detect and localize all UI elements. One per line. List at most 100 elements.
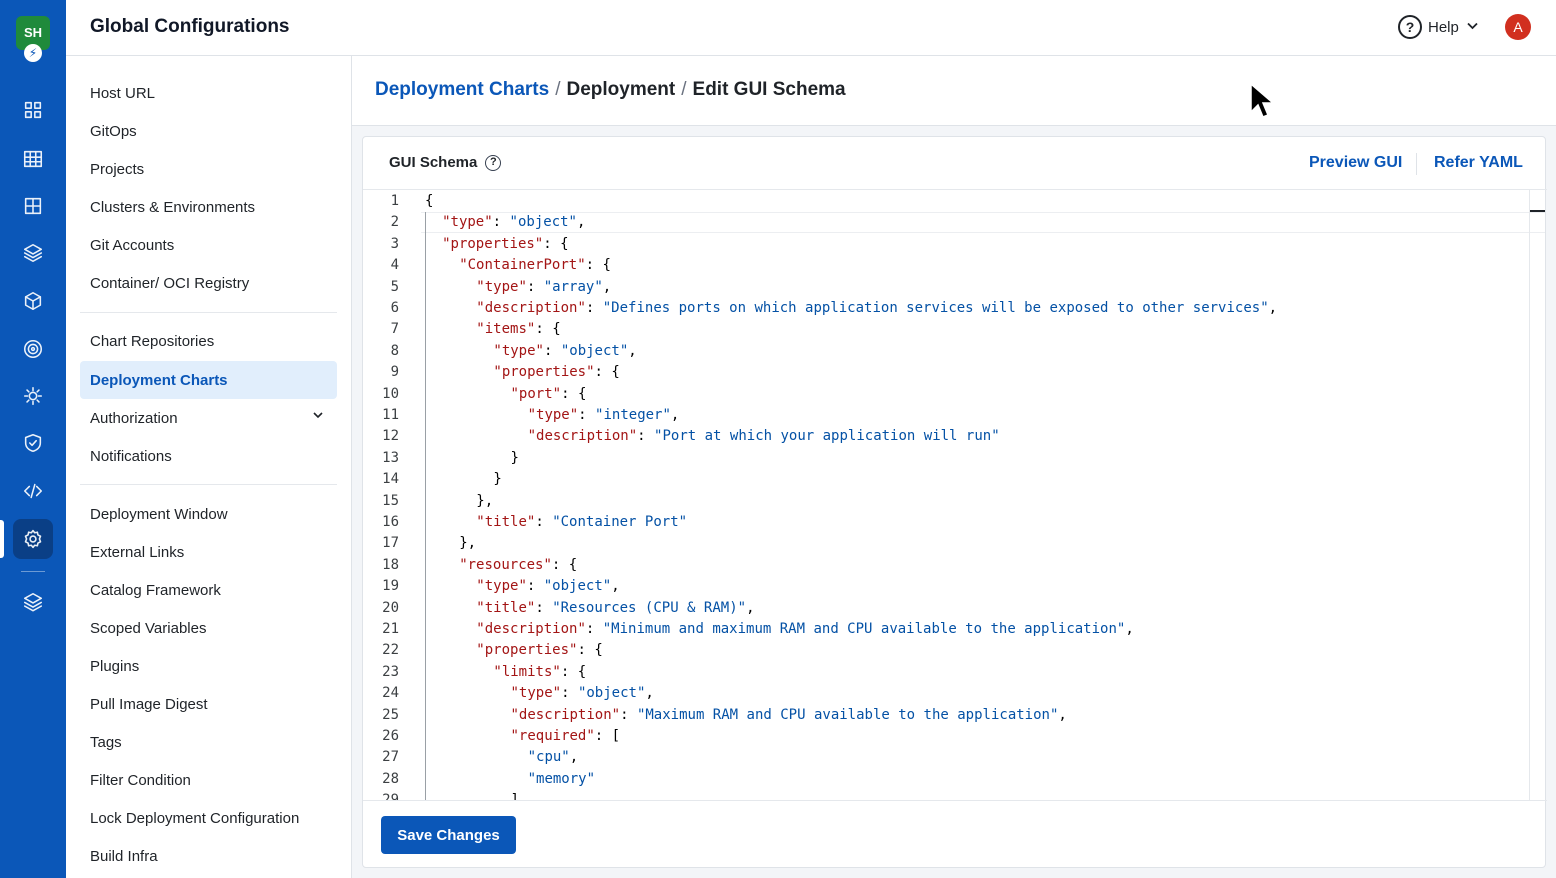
grid-icon[interactable]: [13, 186, 53, 226]
table-icon[interactable]: [13, 139, 53, 179]
line-number: 15: [382, 492, 399, 509]
shield-icon[interactable]: [13, 423, 53, 463]
code-text: "description": "Maximum RAM and CPU avai…: [510, 706, 1067, 723]
help-label: Help: [1428, 18, 1459, 36]
sidebar-item-filter-condition[interactable]: Filter Condition: [90, 771, 191, 789]
chevron-down-icon: [313, 412, 323, 419]
sidebar-item-plugins[interactable]: Plugins: [90, 657, 140, 675]
target-icon[interactable]: [13, 329, 53, 369]
sidebar-item-pull-image-digest[interactable]: Pull Image Digest: [90, 695, 208, 713]
preview-gui-button[interactable]: Preview GUI: [1309, 154, 1403, 171]
avatar[interactable]: A: [1505, 14, 1531, 40]
code-line[interactable]: 15},: [363, 491, 493, 512]
code-line[interactable]: 29],: [363, 790, 527, 800]
line-number: 14: [382, 471, 399, 488]
header-divider: [1416, 153, 1417, 175]
line-number: 29: [363, 790, 399, 800]
code-line[interactable]: 2"type": "object",: [363, 212, 586, 233]
code-line[interactable]: 23"limits": {: [363, 662, 586, 683]
line-number: 5: [390, 278, 399, 295]
code-line[interactable]: 21"description": "Minimum and maximum RA…: [363, 619, 1134, 640]
code-line[interactable]: 24"type": "object",: [363, 683, 654, 704]
mouse-pointer-icon: [1250, 82, 1276, 118]
main-content: Deployment Charts / Deployment / Edit GU…: [352, 56, 1556, 878]
sidebar-item-projects[interactable]: Projects: [90, 160, 145, 178]
code-line[interactable]: 11"type": "integer",: [363, 405, 679, 426]
code-line[interactable]: 18"resources": {: [363, 555, 577, 576]
line-number: 1: [390, 193, 399, 209]
save-changes-button[interactable]: Save Changes: [381, 816, 516, 854]
code-text: "description": "Minimum and maximum RAM …: [476, 621, 1134, 637]
code-line[interactable]: 27"cpu",: [363, 747, 578, 768]
sidebar-item-clusters-environments[interactable]: Clusters & Environments: [90, 198, 256, 216]
code-editor[interactable]: 1{2"type": "object",3"properties": {4"Co…: [363, 190, 1545, 800]
layers-icon[interactable]: [13, 582, 53, 622]
code-line[interactable]: 9"properties": {: [363, 362, 620, 383]
chevron-down-icon: [1467, 21, 1478, 33]
code-line[interactable]: 1{: [363, 191, 434, 212]
code-line[interactable]: 5 "type": "array",: [363, 277, 612, 298]
code-text: "properties": {: [493, 364, 620, 381]
line-number: 16: [382, 514, 399, 530]
settings-icon[interactable]: [13, 519, 53, 559]
code-text: ],: [511, 790, 528, 800]
line-number: 25: [382, 706, 399, 723]
help-circle-icon[interactable]: ?: [485, 154, 502, 171]
sidebar-item-host-url[interactable]: Host URL: [90, 84, 156, 102]
stack-icon[interactable]: [13, 233, 53, 273]
sidebar-item-authorization[interactable]: Authorization: [80, 399, 337, 437]
code-line[interactable]: 4"ContainerPort": {: [363, 255, 611, 276]
sidebar-item-catalog-framework[interactable]: Catalog Framework: [90, 581, 221, 599]
line-number: 23: [382, 663, 399, 680]
code-line[interactable]: 13}: [363, 448, 519, 469]
editor-scrollbar[interactable]: [1529, 190, 1530, 800]
breadcrumb-deployment-charts[interactable]: Deployment Charts: [375, 79, 550, 100]
code-icon[interactable]: [13, 471, 53, 511]
sidebar-item-chart-repositories[interactable]: Chart Repositories: [90, 332, 215, 350]
indent-guide: [425, 212, 426, 800]
code-line[interactable]: 7"items": {: [363, 319, 561, 340]
gui-schema-card: GUI Schema ? Preview GUI Refer YAML 1{2"…: [362, 136, 1547, 868]
refer-yaml-button[interactable]: Refer YAML: [1434, 154, 1523, 171]
code-text: "description": "Port at which your appli…: [527, 428, 1000, 445]
line-number: 13: [382, 449, 399, 466]
code-line[interactable]: 25 "description": "Maximum RAM and CPU av…: [363, 705, 1067, 726]
sidebar-item-container-registry[interactable]: Container/ OCI Registry: [90, 274, 250, 292]
code-line[interactable]: 14}: [363, 469, 502, 490]
sidebar-item-lock-deployment-configuration[interactable]: Lock Deployment Configuration: [90, 809, 300, 827]
sidebar-item-build-infra[interactable]: Build Infra: [90, 847, 158, 865]
code-text: "memory": [527, 770, 596, 787]
code-line[interactable]: 28 "memory": [363, 769, 595, 790]
code-line[interactable]: 12"description": "Port at which your app…: [363, 426, 999, 447]
code-text: "type": "array",: [476, 278, 612, 295]
code-line[interactable]: 6"description": "Defines ports on which …: [363, 298, 1278, 319]
code-text: "cpu",: [527, 749, 579, 766]
sidebar-item-notifications[interactable]: Notifications: [90, 447, 172, 465]
sidebar-item-tags[interactable]: Tags: [90, 733, 122, 751]
sidebar-item-gitops[interactable]: GitOps: [90, 122, 137, 140]
code-line[interactable]: 10"port": {: [363, 384, 586, 405]
help-menu[interactable]: ? Help: [1398, 15, 1478, 39]
code-text: "type": "object",: [476, 578, 620, 595]
sidebar-item-deployment-charts[interactable]: Deployment Charts: [80, 361, 337, 399]
sidebar-item-deployment-window[interactable]: Deployment Window: [90, 505, 228, 523]
apps-grid-icon[interactable]: [13, 90, 53, 130]
code-line[interactable]: 26"required": [: [363, 726, 620, 747]
current-line-highlight: [421, 212, 1545, 233]
line-number: 28: [382, 770, 399, 787]
code-line[interactable]: 17},: [363, 533, 476, 554]
code-line[interactable]: 16"title": "Container Port": [363, 512, 687, 533]
code-text: },: [459, 535, 477, 552]
bug-icon[interactable]: [13, 376, 53, 416]
code-line[interactable]: 19"type": "object",: [363, 576, 619, 597]
code-text: "properties": {: [476, 642, 603, 659]
code-line[interactable]: 8"type": "object",: [363, 341, 637, 362]
code-line[interactable]: 3"properties": {: [363, 234, 569, 255]
sidebar-item-git-accounts[interactable]: Git Accounts: [90, 236, 175, 254]
sidebar-divider: [80, 484, 337, 485]
cube-icon[interactable]: [13, 281, 53, 321]
sidebar-item-external-links[interactable]: External Links: [90, 543, 185, 561]
code-line[interactable]: 22"properties": {: [363, 640, 603, 661]
code-line[interactable]: 20"title": "Resources (CPU & RAM)",: [363, 598, 754, 619]
sidebar-item-scoped-variables[interactable]: Scoped Variables: [90, 619, 207, 637]
